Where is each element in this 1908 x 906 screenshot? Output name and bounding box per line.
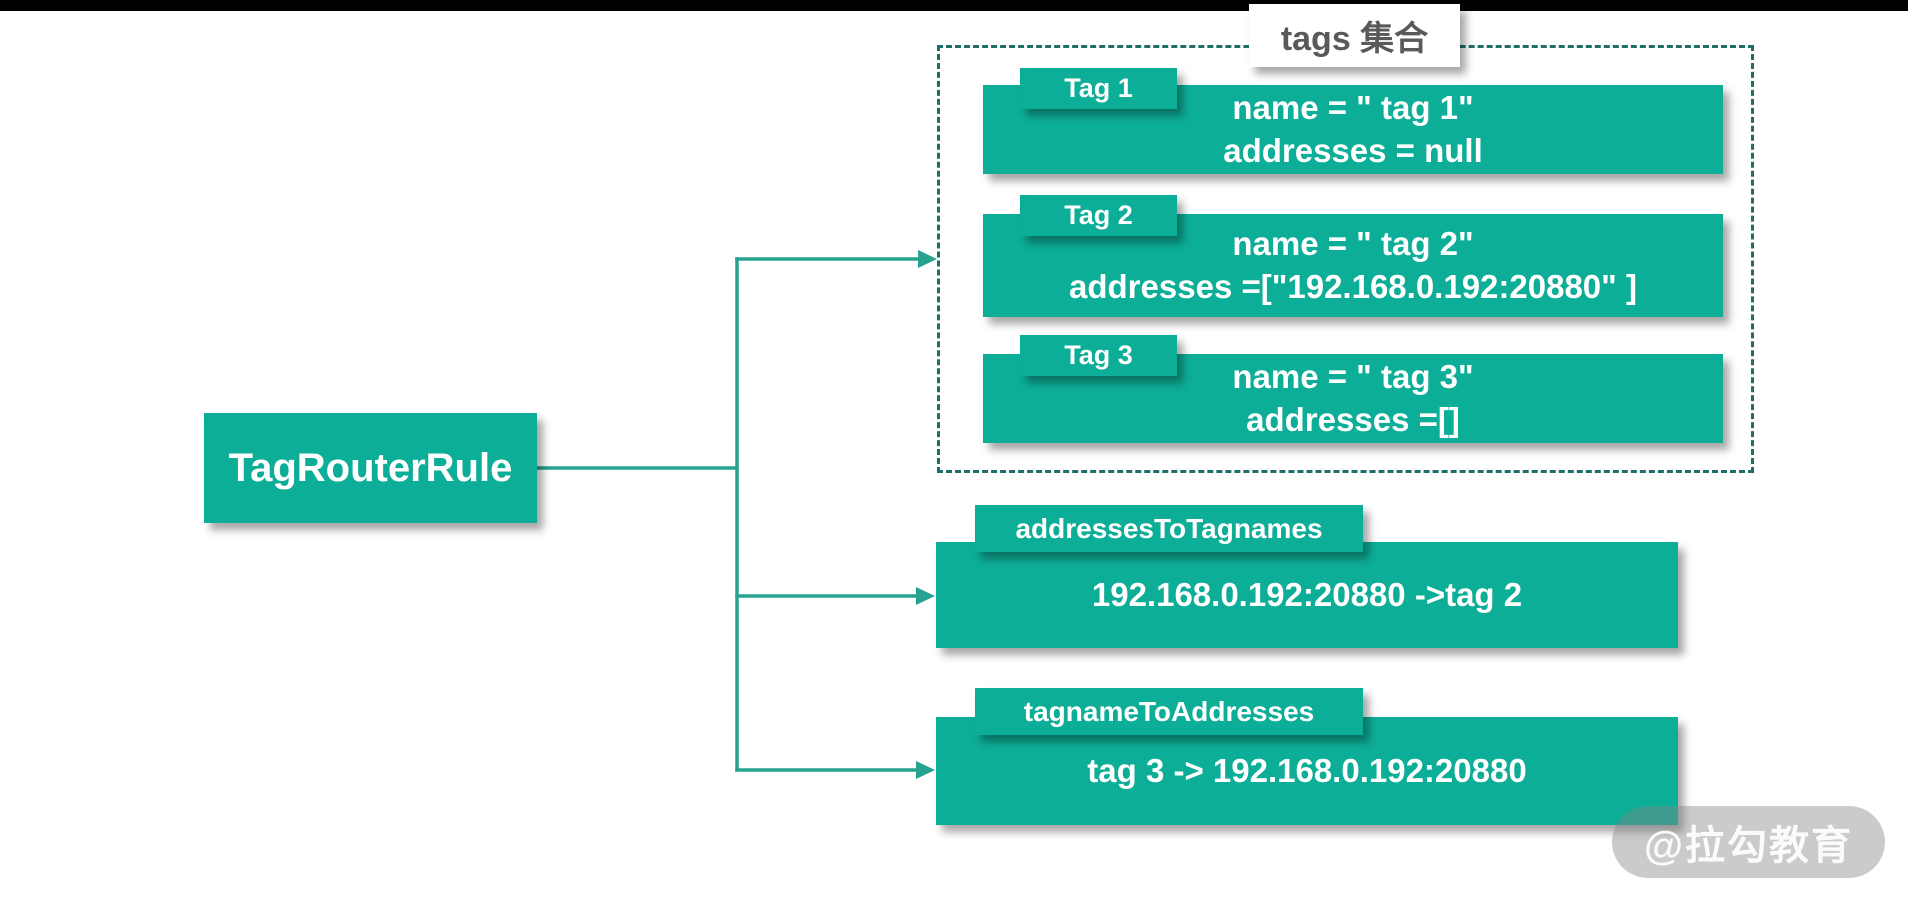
tagname-to-addresses-label-text: tagnameToAddresses	[1023, 695, 1315, 727]
tagname-to-addresses-value: tag 3 -> 192.168.0.192:20880	[1087, 751, 1527, 789]
watermark-badge: @拉勾教育	[1612, 806, 1885, 878]
tag1-label: Tag 1	[1020, 68, 1177, 109]
top-bar	[0, 0, 1908, 11]
tag3-name-line: name = " tag 3"	[1232, 358, 1474, 396]
tag3-addresses-line: addresses =[]	[1246, 400, 1460, 438]
tag1-addresses-line: addresses = null	[1223, 131, 1483, 169]
tag2-name-line: name = " tag 2"	[1232, 225, 1474, 263]
addresses-to-tagnames-label-text: addressesToTagnames	[1015, 512, 1323, 544]
tags-group-label: tags 集合	[1249, 4, 1460, 67]
arrowhead-map1	[916, 587, 935, 605]
addresses-to-tagnames-value: 192.168.0.192:20880 ->tag 2	[1091, 575, 1523, 613]
tag3-label-text: Tag 3	[1064, 340, 1133, 370]
arrowhead-map2	[916, 761, 935, 779]
tag3-label: Tag 3	[1020, 335, 1177, 376]
addresses-to-tagnames-label: addressesToTagnames	[975, 505, 1363, 552]
tagrouterrule-label: TagRouterRule	[228, 445, 513, 490]
tag2-label-text: Tag 2	[1064, 200, 1133, 230]
tag1-label-text: Tag 1	[1064, 73, 1133, 103]
tag3-box: name = " tag 3" addresses =[]	[983, 354, 1723, 443]
addresses-to-tagnames-box: 192.168.0.192:20880 ->tag 2	[936, 542, 1678, 648]
watermark-text: @拉勾教育	[1643, 824, 1853, 868]
tag2-addresses-line: addresses =["192.168.0.192:20880" ]	[1069, 267, 1637, 305]
tagname-to-addresses-label: tagnameToAddresses	[975, 688, 1363, 735]
tagname-to-addresses-box: tag 3 -> 192.168.0.192:20880	[936, 717, 1678, 825]
tagrouterrule-node: TagRouterRule	[204, 413, 537, 523]
tag1-name-line: name = " tag 1"	[1232, 89, 1474, 127]
arrowhead-tags	[918, 250, 937, 268]
tag2-label: Tag 2	[1020, 195, 1177, 236]
tags-group-label-text: tags 集合	[1280, 20, 1429, 58]
